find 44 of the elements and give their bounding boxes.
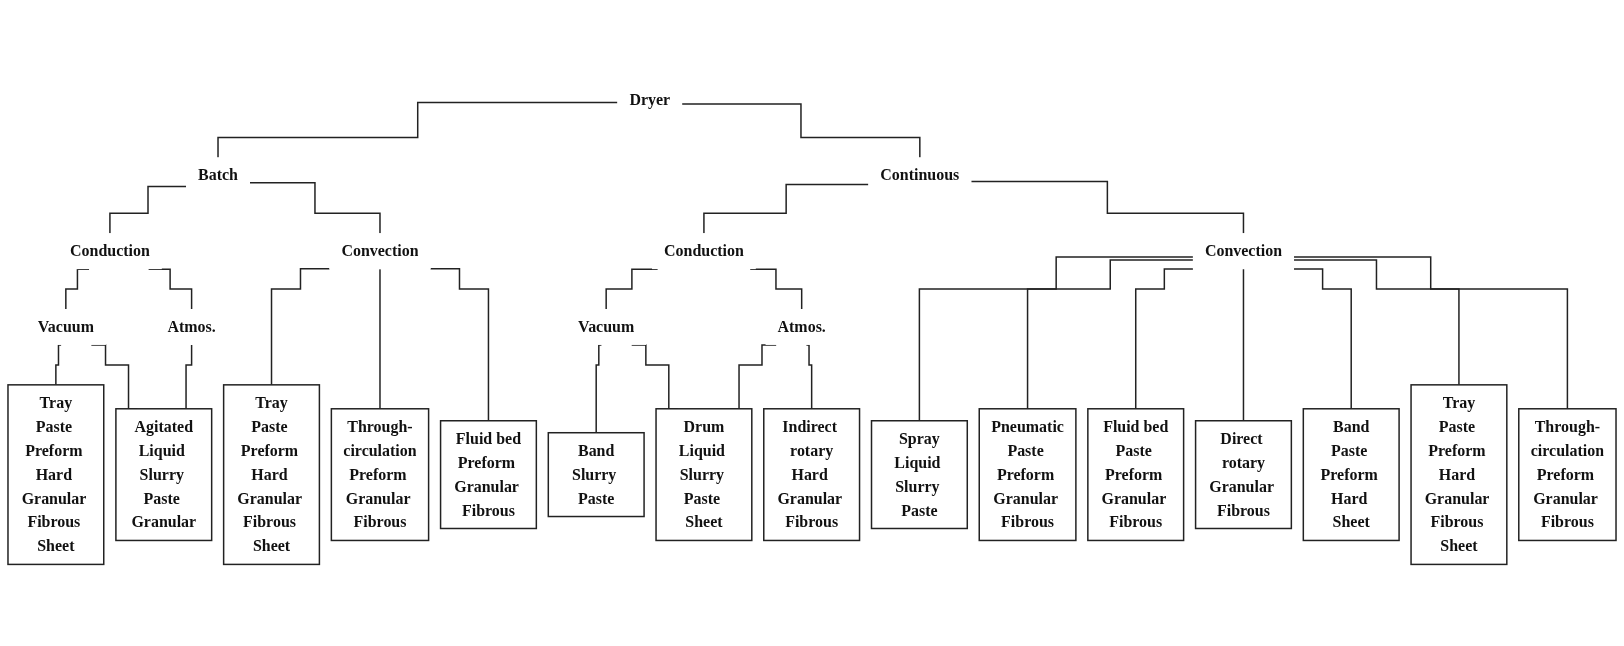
connector — [805, 344, 813, 410]
node-text: Atmos. — [167, 318, 216, 335]
node-box: Tray Paste Preform Hard Granular Fibrous Sheet — [1410, 384, 1508, 566]
node-box: Through-circulation Preform Granular Fibrous — [330, 408, 430, 542]
node-box: Tray Paste Preform Hard Granular Fibrous Sheet — [7, 384, 105, 566]
connector — [1293, 259, 1460, 386]
connector — [1135, 268, 1194, 410]
node-box: Pneumatic Paste Preform Granular Fibrous — [978, 408, 1077, 542]
connector — [217, 101, 619, 159]
node-box: Through-circulation Preform Granular Fibrous — [1518, 408, 1617, 542]
node-text: Batch — [198, 166, 238, 184]
node-box: Fluid bed Preform Granular Fibrous — [439, 420, 538, 530]
connector — [270, 268, 331, 386]
connector — [429, 268, 490, 422]
node-text: Atmos. — [777, 318, 826, 335]
connector — [703, 183, 870, 234]
node-text: Vacuum — [37, 318, 94, 335]
connector — [595, 344, 603, 434]
connector — [109, 185, 187, 234]
connector — [1242, 268, 1245, 422]
connector — [970, 180, 1245, 234]
connector — [249, 182, 381, 234]
connector — [379, 268, 381, 410]
node-box: Tray Paste Preform Hard Granular Fibrous Sheet — [222, 384, 321, 566]
node-box: Band Paste Preform Hard Sheet — [1302, 408, 1400, 542]
connector — [918, 256, 1194, 422]
node-box: Drum Liquid Slurry Paste Sheet — [655, 408, 753, 542]
node-box: Indirect rotary Hard Granular Fibrous — [763, 408, 861, 542]
connector — [55, 344, 62, 386]
node-box: Agitated Liquid Slurry Paste Granular — [115, 408, 213, 542]
connector — [1293, 268, 1352, 410]
node-text: Vacuum — [578, 318, 635, 335]
node-text: Dryer — [629, 90, 671, 108]
node-box: Direct rotary Granular Fibrous — [1194, 420, 1293, 530]
node-text: Conduction — [664, 242, 744, 260]
connector — [1293, 256, 1569, 410]
node-text: Continuous — [880, 166, 960, 184]
node-box: Fluid bed Paste Preform Granular Fibrous — [1087, 408, 1185, 542]
connector — [1026, 259, 1194, 410]
node-text: Convection — [1204, 242, 1283, 260]
connector — [681, 103, 921, 159]
node-box: Spray Liquid Slurry Paste — [870, 420, 968, 530]
node-text: Convection — [341, 242, 419, 260]
node-box: Band Slurry Paste — [547, 432, 645, 518]
